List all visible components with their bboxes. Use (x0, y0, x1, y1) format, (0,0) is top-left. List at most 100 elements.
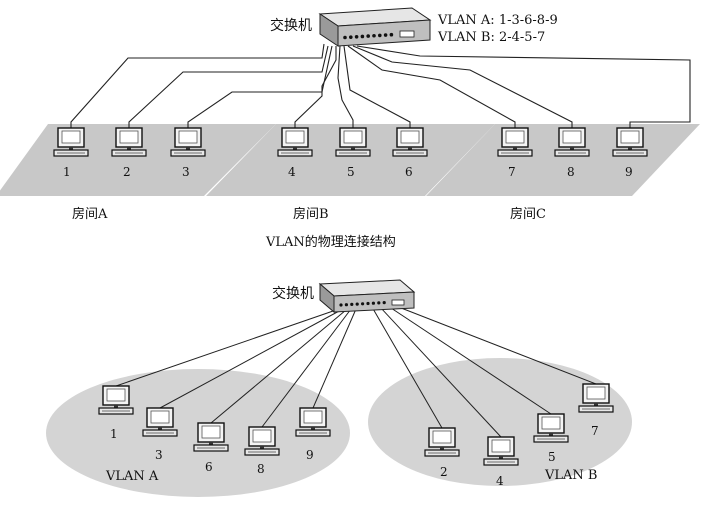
switch-port-dot (378, 33, 382, 38)
vlan-b-group-label: VLAN B (545, 468, 598, 483)
room-b-pc-6-number: 6 (405, 165, 413, 179)
network-cable (347, 45, 516, 128)
network-cable (343, 45, 411, 128)
screen-icon (285, 130, 305, 144)
room-c-pc-8-number: 8 (567, 165, 575, 179)
screen-icon (178, 130, 198, 144)
room-c-pc-9-number: 9 (625, 165, 633, 179)
vlan-b-pc-5-number: 5 (548, 450, 556, 464)
room-b-label: 房间B (293, 207, 329, 222)
stand-icon (513, 147, 517, 150)
stand-icon (549, 433, 553, 436)
stand-icon (594, 403, 598, 406)
computer-icon (483, 436, 519, 466)
switch-port-dot (371, 301, 375, 305)
screen-icon (432, 430, 452, 444)
computer-icon (497, 127, 533, 157)
screen-icon (343, 130, 363, 144)
screen-icon (586, 386, 606, 400)
switch-port-dot (339, 303, 343, 307)
computer-icon (193, 422, 229, 452)
stand-icon (69, 147, 73, 150)
computer-icon (244, 426, 280, 456)
top-switch-ports (343, 32, 394, 40)
stand-icon (127, 147, 131, 150)
network-cable (187, 45, 333, 128)
screen-icon (119, 130, 139, 144)
network-cable (159, 309, 342, 409)
stand-icon (408, 147, 412, 150)
stand-icon (311, 427, 315, 430)
stand-icon (186, 147, 190, 150)
computer-icon (533, 413, 569, 443)
switch-port-dot (349, 35, 353, 39)
top-switch (318, 7, 432, 47)
vlan-b-assignment: VLAN B: 2-4-5-7 (438, 30, 546, 45)
screen-icon (562, 130, 582, 144)
stand-icon (628, 147, 632, 150)
screen-icon (303, 410, 323, 424)
computer-icon (612, 127, 648, 157)
stand-icon (570, 147, 574, 150)
screen-icon (620, 130, 640, 144)
switch-port-dot (377, 301, 381, 305)
computer-icon (554, 127, 590, 157)
switch-port-dot (366, 301, 370, 306)
bottom-switch (318, 279, 416, 314)
switch-port-dot (343, 35, 347, 40)
vlan-a-assignment: VLAN A: 1-3-6-8-9 (438, 13, 558, 28)
computer-icon (53, 127, 89, 157)
network-cable (395, 305, 597, 385)
computer-icon (111, 127, 147, 157)
computer-icon (335, 127, 371, 157)
switch-port-dot (360, 34, 365, 39)
switch-port-dot (355, 302, 359, 306)
screen-icon (61, 130, 81, 144)
diagram-caption: VLAN的物理连接结构 (266, 235, 396, 250)
network-cable (337, 45, 354, 128)
computer-icon (424, 427, 460, 457)
network-cable (115, 309, 337, 387)
network-cable (352, 45, 573, 128)
screen-icon (201, 425, 221, 439)
network-cable (294, 46, 337, 128)
screen-icon (505, 130, 525, 144)
screen-icon (400, 130, 420, 144)
room-a-pc-1-number: 1 (63, 165, 71, 179)
room-c-label: 房间C (510, 207, 546, 222)
vlan-b-pc-2-number: 2 (440, 465, 448, 479)
network-cable (379, 306, 502, 438)
computer-icon (142, 407, 178, 437)
stand-icon (114, 405, 118, 408)
stand-icon (499, 456, 503, 459)
switch-port-dot (383, 33, 388, 37)
room-a-pc-2-number: 2 (123, 165, 131, 179)
network-cable (356, 45, 691, 128)
network-cable (371, 306, 443, 429)
stand-icon (158, 427, 162, 430)
computer-icon (277, 127, 313, 157)
bottom-wiring (115, 305, 597, 438)
vlan-a-pc-1-number: 1 (110, 427, 118, 441)
switch-port-dot (350, 302, 354, 306)
screen-icon (150, 410, 170, 424)
stand-icon (351, 147, 355, 150)
vlan-a-pc-3-number: 3 (155, 448, 163, 462)
stand-icon (209, 442, 213, 445)
computer-icon (98, 385, 134, 415)
vlan-a-group-label: VLAN A (106, 469, 159, 484)
network-cable (210, 309, 347, 424)
computer-icons (53, 127, 648, 466)
stand-icon (260, 446, 264, 449)
computer-icon (578, 383, 614, 413)
network-cable (128, 45, 329, 128)
vlan-b-pc-4-number: 4 (496, 474, 504, 488)
screen-icon (541, 416, 561, 430)
top-switch-label: 交换机 (270, 18, 312, 34)
switch-port-dot (366, 34, 371, 38)
switch-port-dot (372, 33, 376, 38)
room-a-label: 房间A (72, 207, 108, 222)
vlan-b-pc-7-number: 7 (591, 424, 599, 438)
